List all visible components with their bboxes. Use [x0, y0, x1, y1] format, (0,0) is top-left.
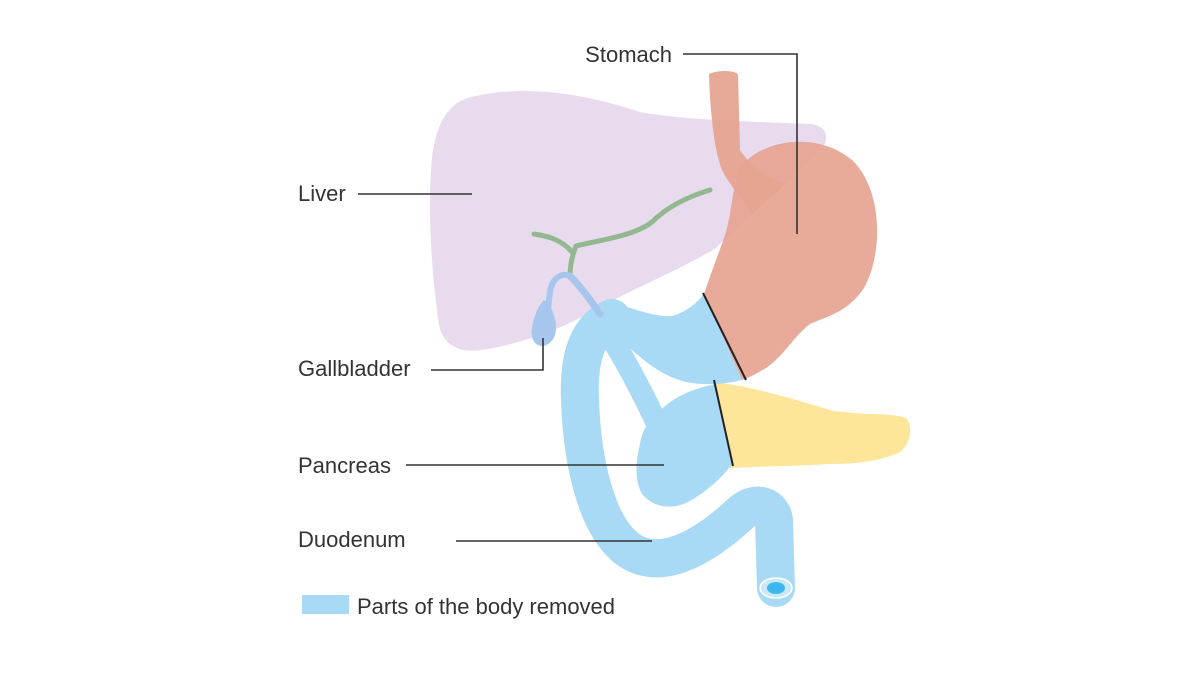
stomach-label: Stomach — [585, 42, 672, 67]
legend-text: Parts of the body removed — [357, 594, 615, 619]
duodenum-connector — [595, 319, 671, 441]
bile-duct-right — [573, 187, 713, 249]
gallbladder-shape — [531, 300, 556, 346]
duodenum-lumen — [767, 582, 785, 594]
gallbladder-label: Gallbladder — [298, 356, 411, 381]
duct-to-duodenum — [566, 272, 604, 318]
gallbladder-leader-line — [431, 338, 544, 371]
legend-swatch — [302, 595, 349, 614]
liver-label: Liver — [298, 181, 346, 206]
stomach-shape — [704, 141, 878, 380]
pancreas-cut-line — [713, 379, 734, 467]
duodenum-shape — [560, 299, 795, 607]
stomach-leader-line — [683, 53, 798, 234]
stomach-removed-section — [598, 294, 742, 385]
stomach-cut-line — [702, 292, 747, 381]
duodenum-label: Duodenum — [298, 527, 406, 552]
bile-duct-left — [531, 231, 575, 255]
pancreas-remaining-shape — [714, 382, 911, 468]
pancreas-label: Pancreas — [298, 453, 391, 478]
